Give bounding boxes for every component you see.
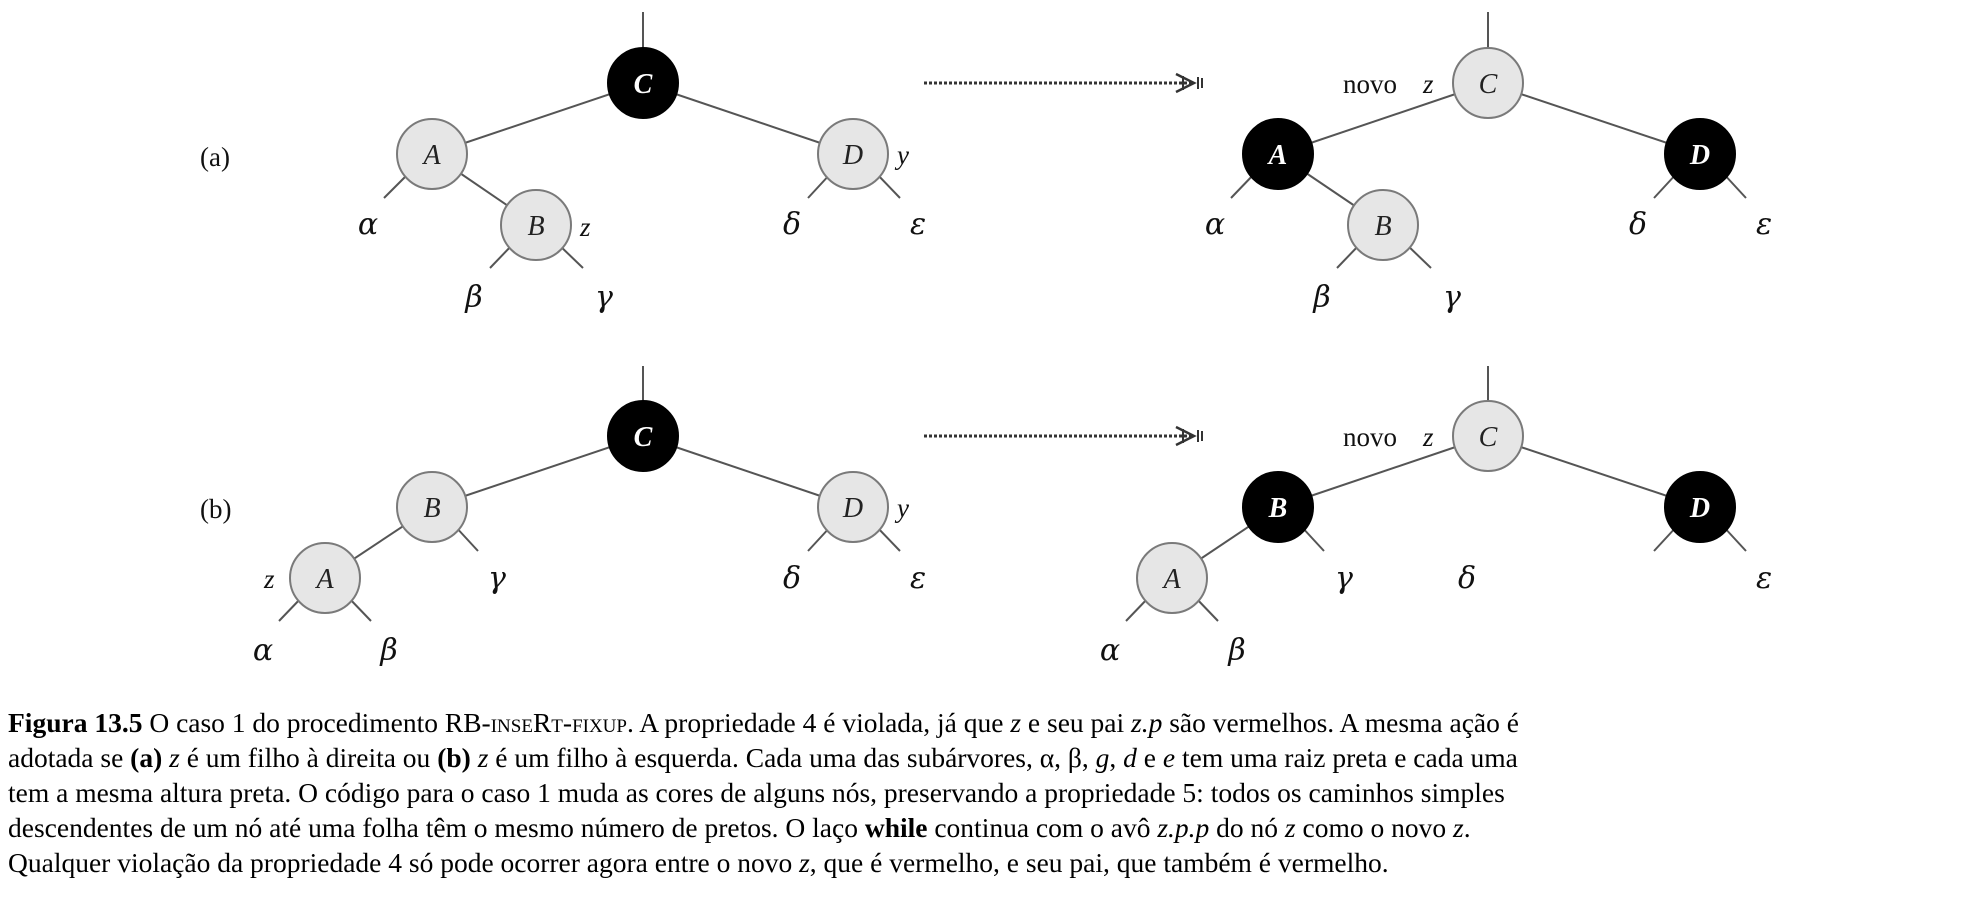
node-b: B	[1347, 189, 1419, 261]
figure: (a) C A B D y z α β γ δ ε	[200, 12, 1772, 668]
svg-text:A: A	[421, 140, 441, 171]
node-c: C	[1452, 400, 1524, 472]
svg-text:C: C	[634, 69, 653, 100]
subtree-delta: δ	[1629, 207, 1647, 242]
node-d: D	[817, 118, 889, 190]
subtree-alpha: α	[1205, 207, 1225, 242]
node-b: B	[396, 471, 468, 543]
tree-b-before: C B A D y z α β γ δ ε	[253, 366, 926, 668]
svg-text:D: D	[842, 493, 863, 524]
figure-caption: Figura 13.5 O caso 1 do procedimento RB-…	[8, 705, 1966, 880]
subtree-delta: δ	[1458, 561, 1476, 596]
node-a: A	[1136, 542, 1208, 614]
node-a: A	[1242, 118, 1314, 190]
annotation-y: y	[894, 493, 909, 523]
caption-line-5: Qualquer violação da propriedade 4 só po…	[8, 847, 1389, 878]
annotation-z: z	[579, 212, 591, 242]
subtree-gamma: γ	[1335, 561, 1353, 596]
subtree-alpha: α	[253, 633, 273, 668]
transform-arrow-a	[924, 72, 1203, 94]
caption-line-1: Figura 13.5 O caso 1 do procedimento RB-…	[8, 707, 1519, 738]
annotation-y: y	[894, 140, 909, 170]
subtree-delta: δ	[783, 561, 801, 596]
svg-text:B: B	[423, 493, 440, 524]
caption-line-2: adotada se (a) z é um filho à direita ou…	[8, 742, 1518, 773]
svg-text:D: D	[1689, 493, 1710, 524]
subtree-gamma: γ	[1443, 280, 1461, 315]
node-c: C	[607, 400, 679, 472]
panel-label-b: (b)	[200, 494, 231, 524]
proc-fixup: fixup	[572, 707, 627, 738]
panel-label-a: (a)	[200, 142, 230, 172]
node-b: B	[1242, 471, 1314, 543]
svg-text:C: C	[1479, 422, 1498, 453]
node-c: C	[1452, 47, 1524, 119]
annotation-z: z	[263, 564, 275, 594]
novo-var: z	[1422, 69, 1434, 99]
subtree-alpha: α	[1100, 633, 1120, 668]
svg-text:C: C	[634, 422, 653, 453]
tree-a-after: novo z C A B D α β γ δ ε	[1205, 12, 1772, 315]
node-c: C	[607, 47, 679, 119]
tree-a-before: C A B D y z α β γ δ ε	[358, 12, 926, 315]
subtree-epsilon: ε	[1756, 207, 1772, 242]
subtree-epsilon: ε	[1756, 561, 1772, 596]
subtree-beta: β	[1227, 633, 1245, 668]
novo-prefix: novo	[1343, 422, 1397, 452]
novo-prefix: novo	[1343, 69, 1397, 99]
svg-text:D: D	[1689, 140, 1710, 171]
figure-label: Figura 13.5	[8, 707, 143, 738]
subtree-delta: δ	[783, 207, 801, 242]
subtree-epsilon: ε	[910, 561, 926, 596]
subtree-beta: β	[464, 280, 482, 315]
subtree-beta: β	[1312, 280, 1330, 315]
svg-text:C: C	[1479, 69, 1498, 100]
proc-insert: inseRt	[490, 707, 563, 738]
node-b: B	[500, 189, 572, 261]
transform-arrow-b	[924, 425, 1203, 447]
novo-var: z	[1422, 422, 1434, 452]
subtree-alpha: α	[358, 207, 378, 242]
svg-text:A: A	[1161, 564, 1181, 595]
subtree-epsilon: ε	[910, 207, 926, 242]
svg-text:A: A	[1267, 140, 1288, 171]
caption-line-4: descendentes de um nó até uma folha têm …	[8, 812, 1471, 843]
svg-text:B: B	[1268, 493, 1288, 524]
subtree-beta: β	[379, 633, 397, 668]
node-d: D	[1664, 471, 1736, 543]
node-a: A	[289, 542, 361, 614]
tree-b-after: novo z C B A D α β γ δ ε	[1100, 366, 1772, 668]
svg-text:B: B	[527, 211, 544, 242]
node-d: D	[817, 471, 889, 543]
svg-text:A: A	[314, 564, 334, 595]
svg-text:D: D	[842, 140, 863, 171]
node-a: A	[396, 118, 468, 190]
caption-line-3: tem a mesma altura preta. O código para …	[8, 777, 1505, 808]
node-d: D	[1664, 118, 1736, 190]
svg-text:B: B	[1374, 211, 1391, 242]
subtree-gamma: γ	[488, 561, 506, 596]
subtree-gamma: γ	[595, 280, 613, 315]
